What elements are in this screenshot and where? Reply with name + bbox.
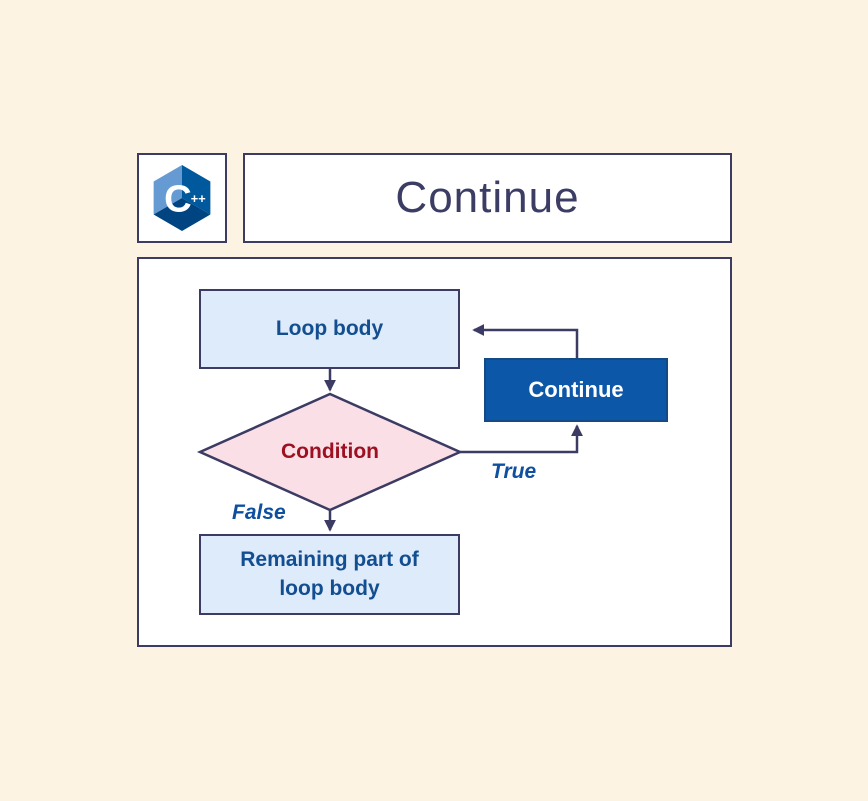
cpp-logo-letter: C [164, 177, 192, 220]
node-remaining-label-line2: loop body [279, 576, 380, 600]
branch-label-true: True [491, 460, 537, 483]
node-condition-label: Condition [281, 440, 379, 463]
node-continue: Continue [484, 358, 668, 422]
flowchart-canvas: Loop body Continue Condition Remaining p… [137, 257, 732, 647]
flow-connectors [196, 324, 583, 532]
node-condition: Condition [200, 394, 460, 510]
title-box: Continue [243, 153, 732, 243]
node-remaining-label-line1: Remaining part of [240, 548, 419, 572]
node-continue-label: Continue [528, 377, 624, 402]
logo-box: C ++ [137, 153, 227, 243]
cpp-logo-plusplus: ++ [191, 191, 206, 206]
node-remaining-part: Remaining part of loop body [199, 534, 460, 615]
node-loop-body-label: Loop body [275, 317, 384, 340]
branch-label-false: False [232, 501, 286, 524]
page-title: Continue [395, 173, 580, 222]
cpp-logo-icon: C ++ [153, 165, 211, 231]
edge-condition-to-continue [460, 424, 583, 454]
node-loop-body: Loop body [199, 289, 460, 369]
edge-continue-to-loopbody [472, 324, 579, 358]
